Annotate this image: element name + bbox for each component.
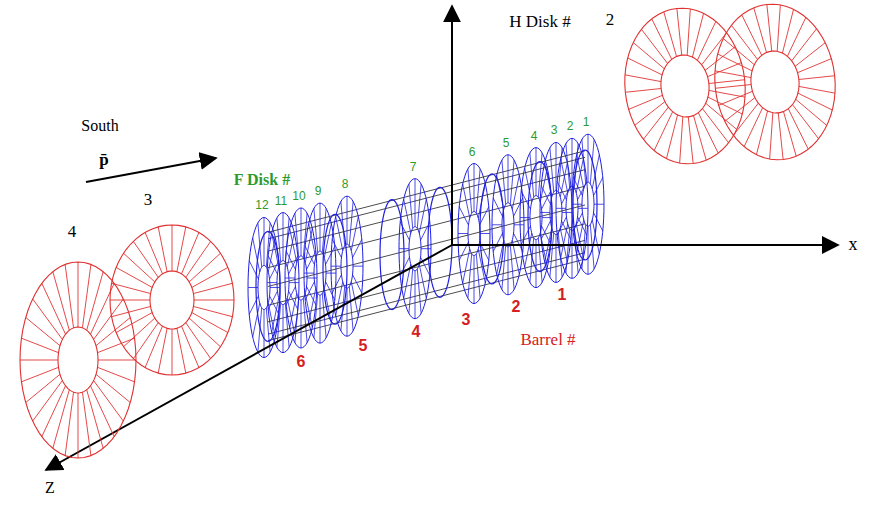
f-disk: [520, 148, 552, 288]
disk-number: 7: [409, 161, 418, 174]
f-disk: [492, 155, 524, 295]
f-disk: [458, 164, 490, 304]
disk-number: 10: [291, 190, 306, 203]
barrel-number: 5: [358, 337, 369, 355]
barrel-number: 6: [296, 353, 307, 371]
disk-number: 12: [254, 200, 269, 213]
disk-number: 4: [67, 223, 78, 242]
disk-number: 6: [468, 146, 477, 159]
disk-number: 8: [341, 179, 350, 192]
h-disk: [20, 262, 136, 458]
disk-number: 11: [274, 195, 288, 208]
barrel-number: 3: [461, 311, 472, 329]
beam-label: p̄: [98, 151, 109, 170]
barrel-heading: Barrel #: [519, 331, 576, 350]
f-disk: [248, 217, 280, 357]
barrel-number: 1: [557, 286, 568, 304]
disk-heading: F Disk #: [233, 171, 291, 189]
barrel-number: 4: [411, 324, 422, 342]
barrel-number: 2: [511, 298, 522, 316]
f-disk: [399, 179, 431, 319]
disk-number: 4: [530, 130, 539, 143]
disk-number: 5: [502, 137, 511, 150]
disk-number: 3: [550, 125, 559, 138]
disk-number: 9: [314, 186, 323, 199]
direction-label: South: [80, 117, 119, 135]
axis-arrow: [451, 6, 453, 245]
disk-number: 1: [582, 117, 591, 130]
disk-number: 3: [143, 191, 154, 210]
axis-arrow: [46, 245, 452, 470]
h-disk: [715, 4, 835, 160]
f-disk: [285, 208, 317, 348]
h-disk: [110, 225, 234, 375]
axis-label: Z: [44, 479, 56, 497]
axis-label: x: [848, 235, 859, 255]
disk-number: 2: [566, 121, 575, 134]
f-disk: [540, 142, 572, 282]
disk-heading: H Disk #: [508, 13, 571, 32]
disk-number: 2: [605, 11, 616, 30]
f-disk: [304, 203, 336, 343]
axis-arrow: [452, 244, 838, 246]
